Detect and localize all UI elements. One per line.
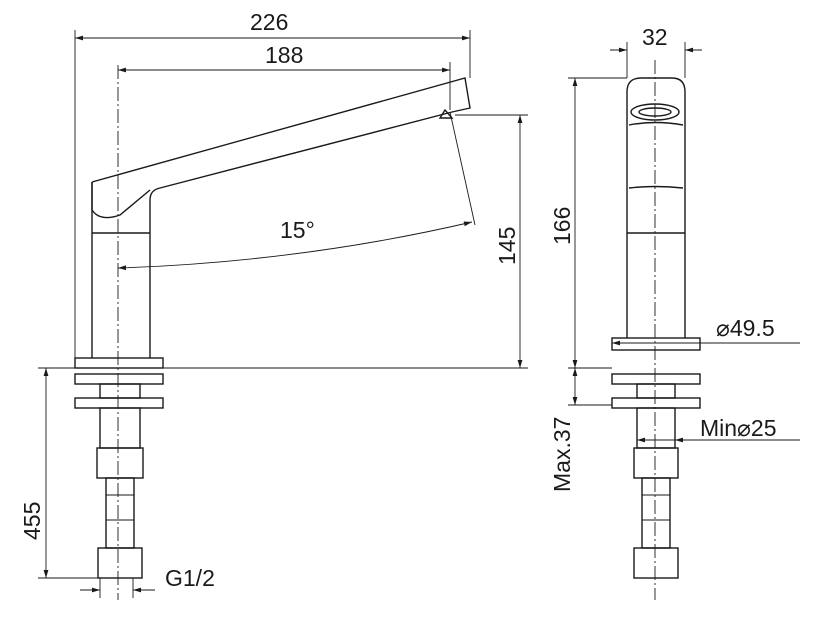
dimension-32: 32: [610, 24, 702, 78]
dimension-max-37: Max.37: [549, 368, 612, 492]
dimension-188: 188: [118, 42, 451, 110]
front-view: 32 166 ⌀49.5 Max.37 Min⌀25: [549, 24, 800, 600]
label-455: 455: [19, 502, 45, 540]
side-view: 226 188 15° 145 455 G1/2: [19, 9, 528, 600]
dimension-min-25: Min⌀25: [637, 415, 800, 443]
dimension-49-5: ⌀49.5: [612, 315, 800, 346]
label-145: 145: [494, 227, 520, 265]
label-max-37: Max.37: [549, 417, 575, 492]
label-32: 32: [642, 24, 668, 50]
mounting-hardware-front: [611, 373, 701, 579]
label-226: 226: [250, 9, 288, 35]
label-49-5: ⌀49.5: [716, 315, 775, 341]
dimension-g12: G1/2: [80, 565, 215, 598]
label-15-degrees: 15°: [280, 217, 315, 243]
dimension-15-degrees: 15°: [117, 111, 476, 271]
label-166: 166: [549, 207, 575, 245]
faucet-body-front: [611, 60, 701, 600]
dimension-226: 226: [74, 9, 471, 358]
mounting-hardware-side: [74, 373, 164, 579]
dimension-166: 166: [549, 77, 627, 369]
label-g12: G1/2: [165, 565, 215, 591]
label-188: 188: [265, 42, 303, 68]
label-min-25: Min⌀25: [700, 415, 777, 441]
dimension-455: 455: [19, 367, 98, 579]
dimension-145: 145: [163, 114, 528, 369]
